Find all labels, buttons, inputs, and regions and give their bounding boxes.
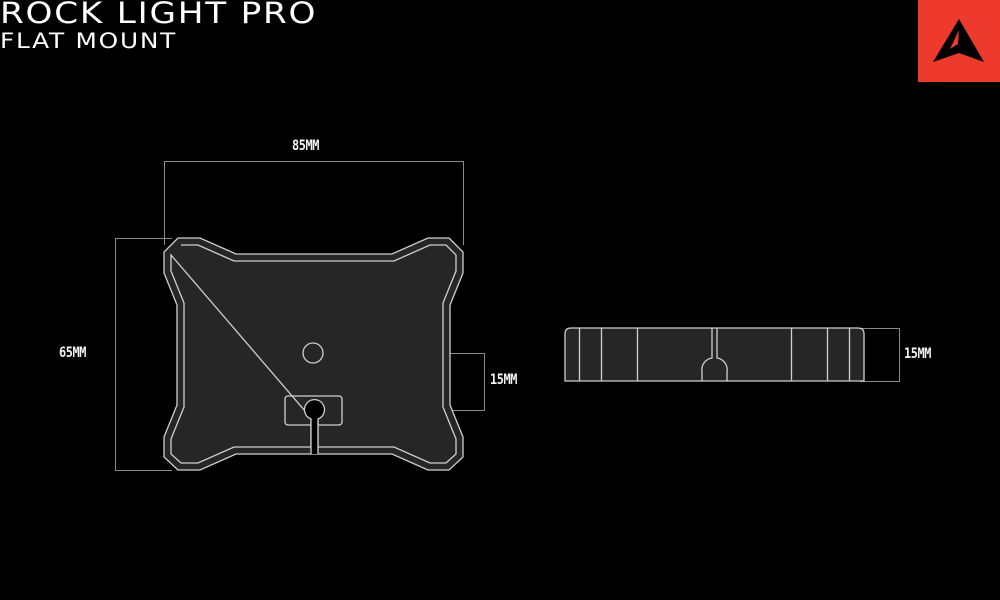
arrowhead-logo-icon	[918, 0, 1000, 82]
lower-keyhole	[303, 398, 326, 454]
title-block: ROCK LIGHT PRO FLAT MOUNT	[0, 0, 315, 52]
hole-spacing-dimension-label: 15MM	[490, 372, 517, 388]
dimension-line-side-view	[860, 328, 900, 382]
side-profile-edges	[578, 328, 851, 381]
product-subtitle: FLAT MOUNT	[0, 29, 178, 53]
height-dimension-label: 65MM	[59, 345, 86, 361]
product-title: ROCK LIGHT PRO	[0, 0, 318, 30]
upper-mount-hole	[302, 342, 324, 364]
side-profile-outline	[564, 327, 865, 382]
mount-side-view	[564, 327, 900, 382]
brand-logo	[918, 0, 1000, 82]
width-dimension-label: 85MM	[292, 138, 319, 154]
mount-top-view	[163, 237, 464, 471]
mount-inner-outline	[170, 244, 457, 464]
thickness-dimension-label: 15MM	[904, 346, 931, 362]
